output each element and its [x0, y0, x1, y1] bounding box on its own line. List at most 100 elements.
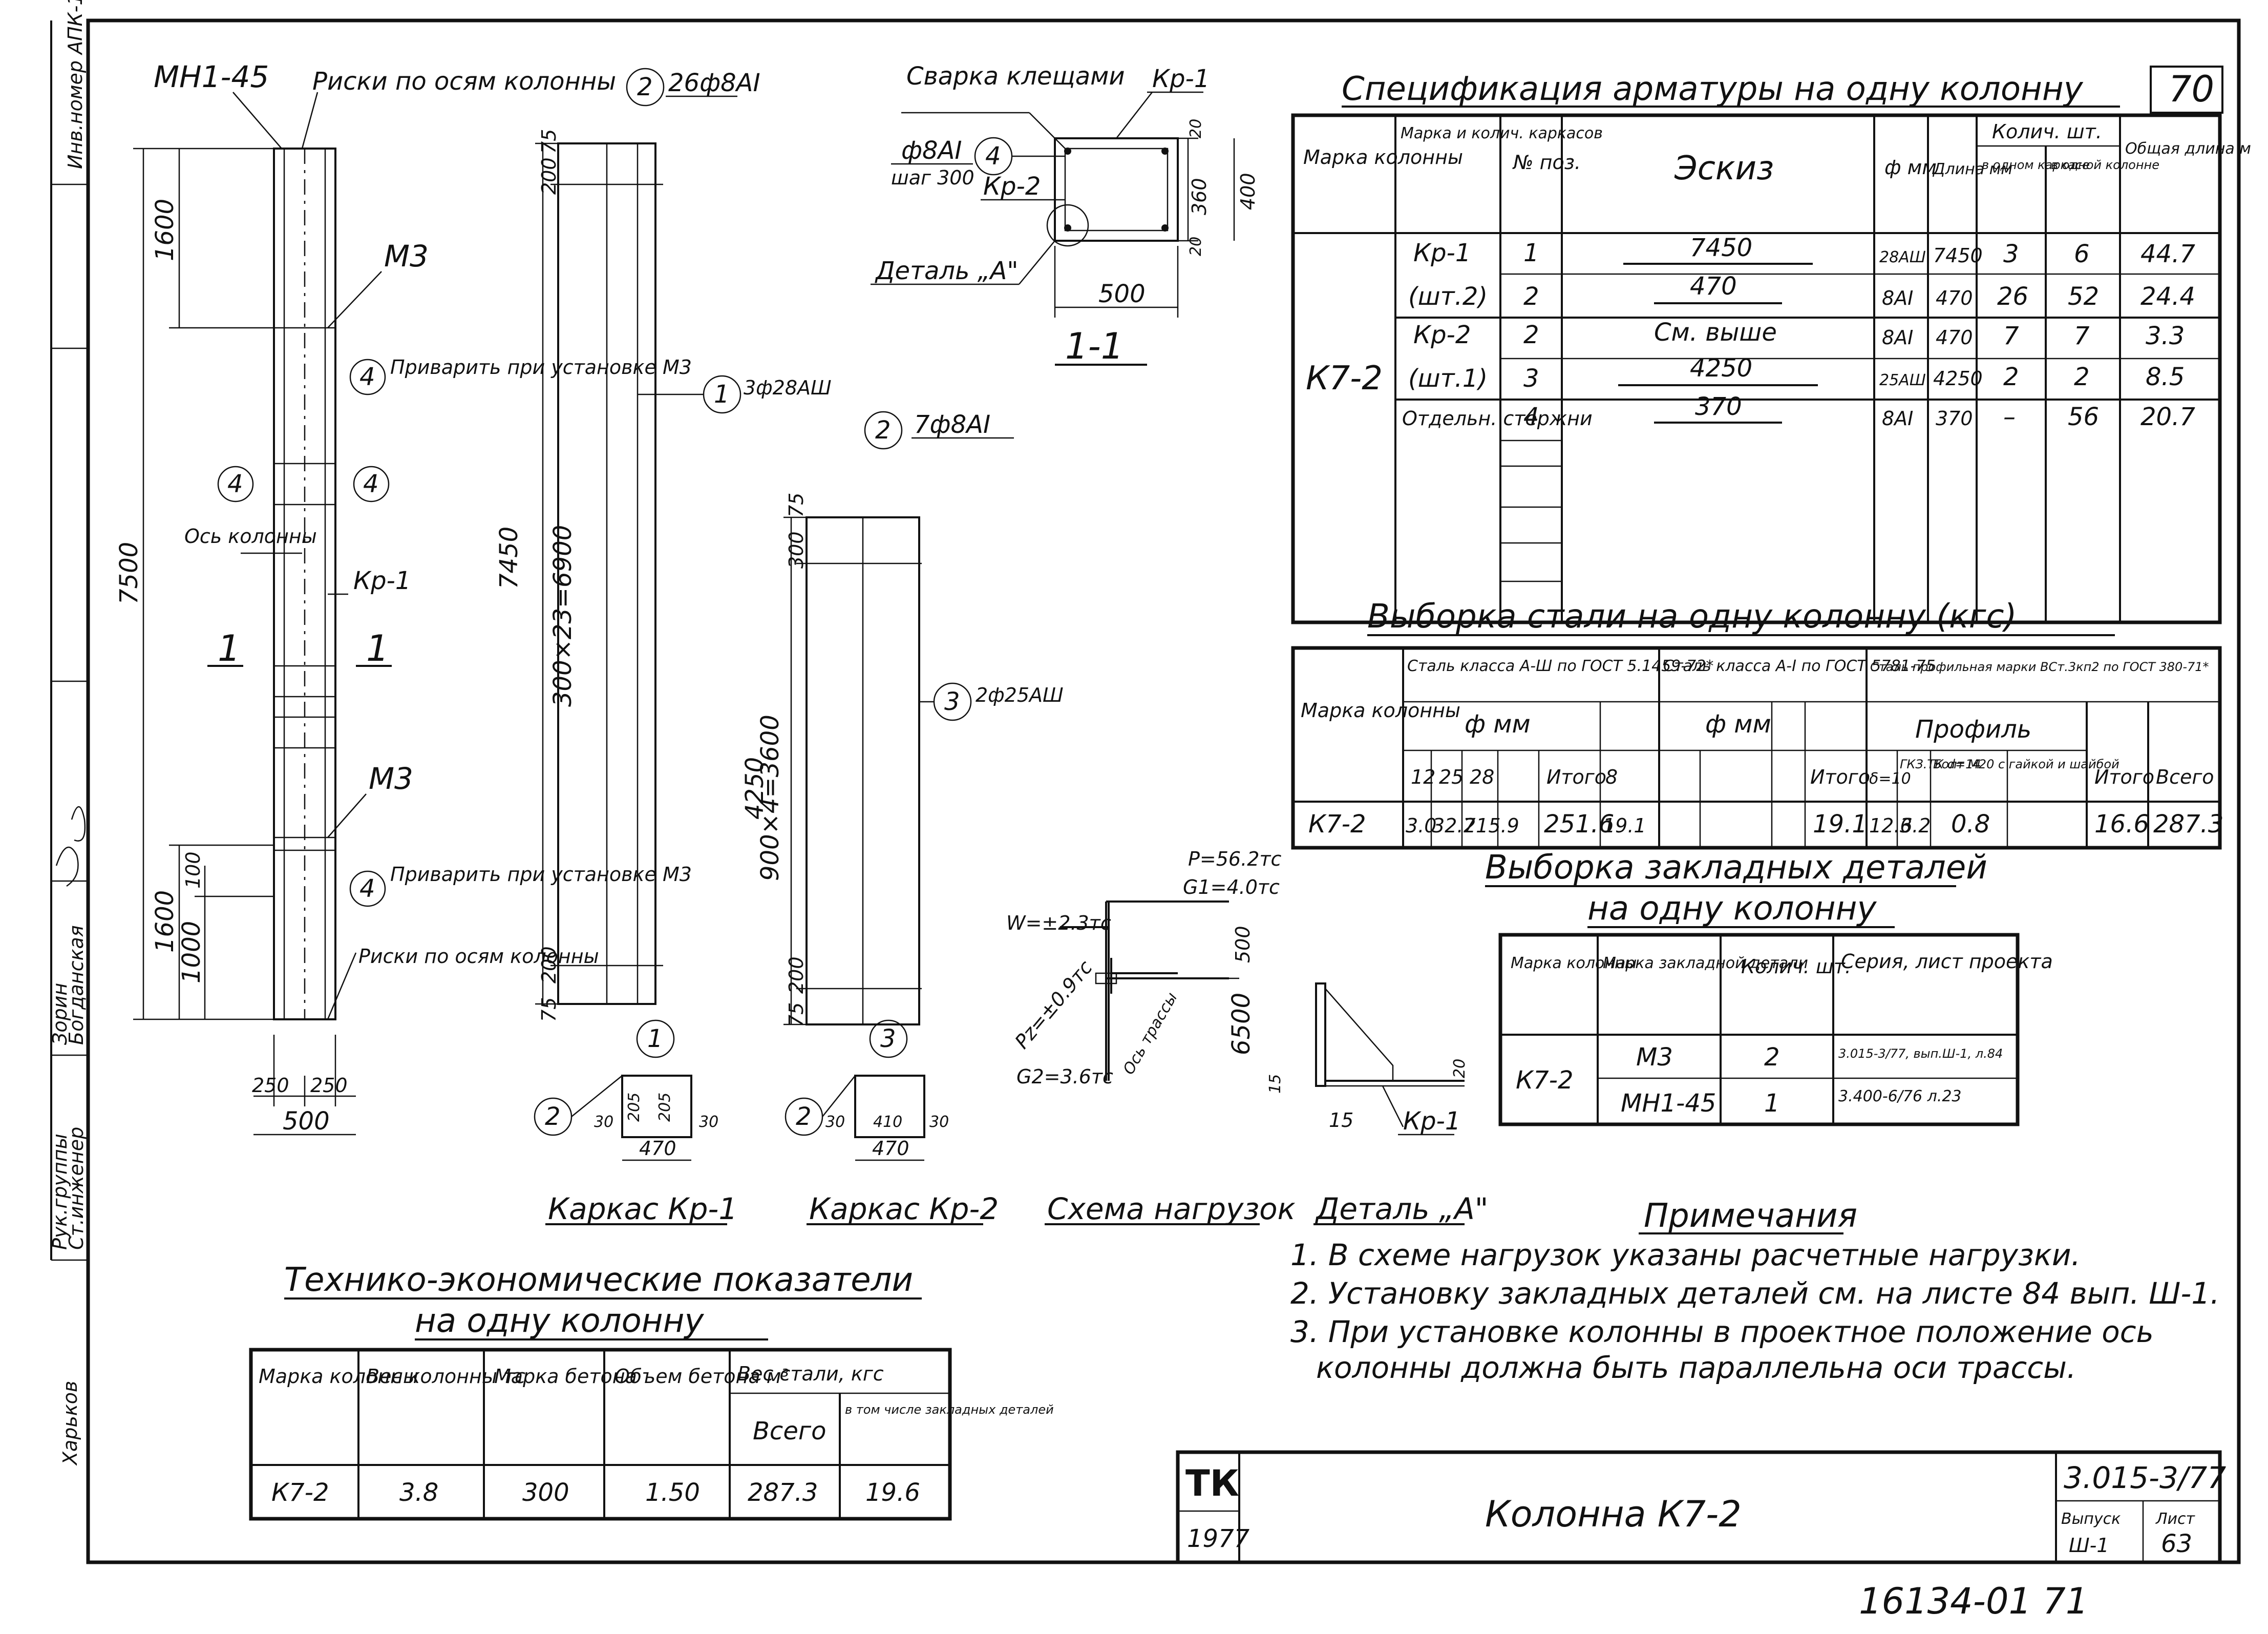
load-P: P=56.2тс: [1188, 848, 1282, 870]
tei-row-mark: К7-2: [271, 1478, 329, 1507]
cage-kr2: 4250 900×4=3600 75 300 200 75 2 7ф8АI 3 …: [740, 410, 1064, 1226]
callout-4-top-num: 4: [359, 363, 375, 391]
title-logo: ТК: [1185, 1462, 1239, 1504]
title-sheet-no: 63: [2161, 1530, 2192, 1558]
label-weld-bottom: Приварить при установке М3: [390, 863, 692, 886]
kr1-sec-c: 205: [656, 1093, 674, 1122]
steel-row-mark: К7-2: [1308, 810, 1366, 839]
tei-row-weight: 3.8: [399, 1478, 438, 1507]
side-city: Харьков: [59, 1381, 81, 1466]
callout-4-right-num: 4: [363, 470, 379, 498]
kr1-dim-bot-b: 75: [538, 997, 560, 1022]
steel-title: Выборка стали на одну колонну (кгс): [1367, 598, 2017, 636]
kr2-dim-top-a: 75: [785, 493, 808, 517]
col-dim-bottom: 1600: [151, 890, 179, 953]
note-4: колонны должна быть параллельна оси трас…: [1316, 1350, 2076, 1385]
spec-d-5: 8АI: [1882, 407, 1913, 430]
steel-row-p3: 0.8: [1951, 810, 1990, 839]
emb-h-item: Марка закладной детали: [1603, 954, 1808, 972]
s11-w: 500: [1098, 280, 1146, 308]
load-h: 6500: [1227, 993, 1256, 1055]
tei-h-weight: Вес колонны тс: [366, 1365, 525, 1388]
kr2-sec-callout-2-num: 2: [796, 1102, 812, 1131]
spec-q1-5: –: [2003, 403, 2016, 431]
spec-cage-2: (шт.2): [1408, 282, 1488, 311]
spec-h-sketch: Эскиз: [1674, 150, 1774, 187]
spec-sketch-5: 370: [1695, 392, 1742, 421]
spec-d-1: 28АШ: [1879, 248, 1926, 266]
load-scheme: [1095, 937, 1239, 994]
col-dim-w1: 250: [252, 1074, 289, 1097]
steel-sub-28: 28: [1470, 766, 1494, 788]
steel-profile: Профиль: [1915, 715, 2031, 744]
spec-h-pos: № поз.: [1512, 151, 1581, 174]
spec-len-4: 4250: [1933, 367, 1983, 390]
spec-len-2: 470: [1936, 287, 1973, 309]
kr2-sec-a: 30: [825, 1113, 845, 1131]
steel-sub-12: 12: [1411, 766, 1435, 788]
emb-ref-2: 3.400-6/76 л.23: [1838, 1087, 1962, 1105]
label-weld-top: Приварить при установке М3: [390, 356, 692, 379]
s11-title: 1-1: [1065, 325, 1124, 367]
callout-4-bottom-num: 4: [359, 874, 375, 903]
steel-row-c25: 32.7: [1432, 814, 1476, 837]
embedded-table: Выборка закладных деталей на одну колонн…: [1485, 849, 2053, 1126]
tei-h-volume: Объем бетона м³: [614, 1365, 789, 1388]
spec-d-3: 8АI: [1882, 326, 1913, 349]
spec-q1-4: 2: [2003, 363, 2019, 391]
spec-sketch-1: 7450: [1690, 234, 1752, 262]
section-mark-right: 1: [366, 627, 389, 669]
spec-h-total: Общая длина м: [2125, 140, 2251, 158]
kr1-sec-callout-2-num: 2: [545, 1102, 561, 1131]
steel-row-t2: 19.1: [1813, 810, 1868, 839]
load-G1: G1=4.0тс: [1183, 876, 1280, 898]
emb-item-2: МН1-45: [1621, 1089, 1716, 1118]
kr1-dim-top-b: 200: [538, 157, 560, 195]
spec-cage-3: Кр-2: [1413, 321, 1471, 349]
tei-h-steel: Вес стали, кгс: [737, 1363, 884, 1385]
emb-ref-1: 3.015-3/77, вып.Ш-1, л.84: [1838, 1046, 2003, 1061]
spec-q2-1: 6: [2074, 240, 2090, 268]
detail-a: 15 15 20 Кр-1 Деталь „А": [1266, 982, 1488, 1226]
callout-4-left-num: 4: [227, 470, 243, 498]
signature-1: [55, 846, 79, 887]
steel-phi-1: ф мм: [1465, 710, 1531, 739]
section-1-1: 20 360 20 400 500 Сварка клещами Кр-1 ф8…: [871, 62, 1259, 367]
steel-h-t2: Итого: [1810, 766, 1870, 788]
kr1-pos1-spec: 3ф28АШ: [744, 376, 832, 399]
spec-h-q1: в одном каркасе: [1982, 158, 2090, 172]
steel-row-t3: 16.6: [2094, 810, 2149, 839]
steel-g1: Сталь класса А-Ш по ГОСТ 5.1459-72*: [1407, 657, 1713, 675]
spec-total-5: 20.7: [2140, 403, 2195, 431]
spec-sketch-4: 4250: [1690, 354, 1752, 383]
kr2-dim-bot-a: 200: [785, 956, 808, 994]
label-m3-top: М3: [384, 239, 429, 274]
emb-qty-2: 1: [1764, 1089, 1780, 1118]
tei-row-volume: 1.50: [645, 1478, 700, 1507]
detail-d1: 15: [1266, 1074, 1284, 1094]
steel-h-mark: Марка колонны: [1301, 699, 1460, 722]
steel-sub-bolt: Болт М20 с гайкой и шайбой: [1933, 757, 2119, 771]
steel-row-t1: 251.6: [1544, 810, 1614, 839]
spec-pos-4: 3: [1523, 364, 1539, 393]
s11-step: шаг 300: [891, 166, 974, 189]
kr2-callout-3-num: 3: [944, 687, 960, 716]
spec-len-1: 7450: [1933, 244, 1983, 267]
kr2-sec-b: 410: [873, 1113, 902, 1131]
callout-4-top: [349, 359, 386, 395]
label-risks-top: Риски по осям колонны: [312, 67, 616, 96]
title-sheet-label: Лист: [2155, 1510, 2196, 1528]
side-role1: Рук.группы: [49, 1134, 71, 1250]
s11-weld: Сварка клещами: [906, 62, 1125, 91]
title-issue-label: Выпуск: [2061, 1510, 2121, 1528]
notes: Примечания 1. В схеме нагрузок указаны р…: [1290, 1197, 2220, 1385]
steel-h-t1: Итого: [1546, 766, 1606, 788]
steel-row-c12: 3.0: [1406, 814, 1436, 837]
spec-q1-1: 3: [2003, 240, 2019, 268]
spec-q1-2: 26: [1997, 282, 2028, 311]
spec-q1-3: 7: [2003, 322, 2019, 350]
col-dim-w2: 250: [310, 1074, 348, 1097]
detail-d2: 15: [1329, 1109, 1353, 1132]
spec-h-len: Длина мм: [1932, 160, 2012, 178]
spec-pos-2: 2: [1523, 282, 1539, 311]
